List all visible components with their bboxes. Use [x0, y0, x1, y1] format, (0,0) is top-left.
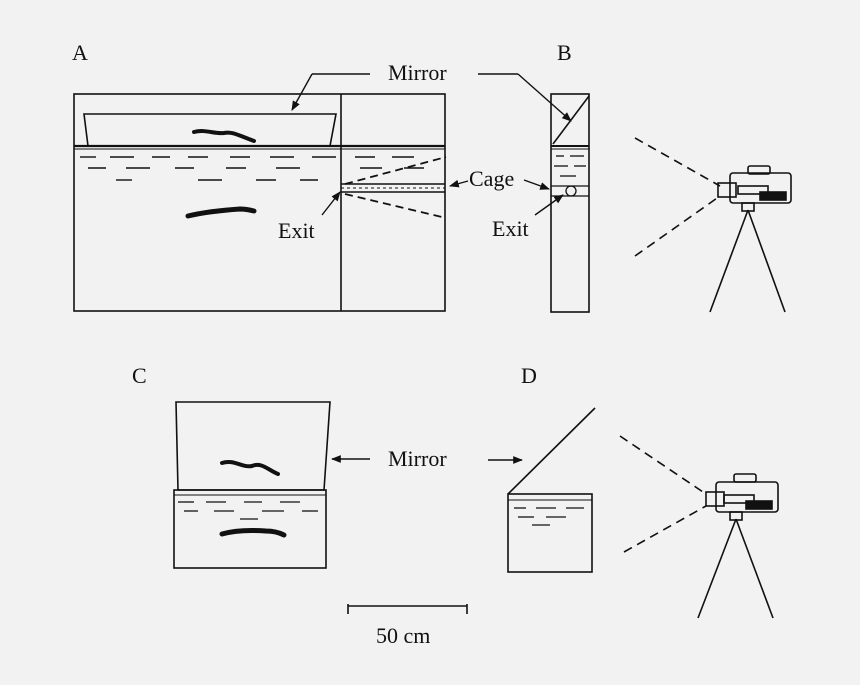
mirror-b-diagonal — [552, 95, 590, 145]
camera-bottom-detail — [723, 494, 755, 504]
fish-reflection-a — [192, 129, 256, 143]
camera-bottom-view-line-upper — [619, 435, 707, 495]
tank-a-outline — [73, 93, 446, 312]
panel-c-tank — [173, 401, 370, 569]
mirror-leader-a-arrow — [291, 73, 313, 111]
tripod-top-leg-left — [709, 209, 749, 313]
cage-leader-a — [449, 179, 469, 188]
camera-bottom-handle — [733, 473, 757, 483]
scale-bar — [347, 604, 468, 614]
tank-c-outline — [173, 489, 327, 569]
panel-label-d: D — [521, 363, 537, 388]
mirror-c — [175, 401, 331, 491]
panel-label-c: C — [132, 363, 147, 388]
camera-icon-top — [634, 137, 792, 313]
cage-label: Cage — [469, 166, 514, 191]
camera-top-view-line-lower — [634, 195, 721, 257]
exit-label-b: Exit — [492, 216, 529, 241]
view-line-a-upper — [344, 156, 447, 185]
scale-label: 50 cm — [376, 623, 430, 648]
exit-hole-b — [565, 185, 577, 197]
panel-a-tank — [73, 73, 447, 312]
tank-d-water-dashes — [514, 507, 584, 526]
camera-top-body — [729, 172, 792, 204]
tripod-bottom-leg-right — [735, 518, 774, 619]
panel-label-b: B — [557, 40, 572, 65]
tank-c-water-dashes — [178, 501, 318, 520]
exit-label-a: Exit — [278, 218, 315, 243]
camera-bottom-base — [745, 500, 773, 510]
tank-a-water-dashes — [80, 156, 424, 181]
tank-b-outline — [550, 93, 590, 313]
cage-leader-b — [523, 179, 550, 190]
camera-top-mount — [741, 202, 755, 212]
mirror-label-bottom: Mirror — [388, 446, 447, 471]
camera-top-base — [759, 191, 787, 201]
mirror-a-reflection-window — [83, 113, 337, 147]
tripod-top-leg-right — [747, 209, 786, 313]
mirror-label-top: Mirror — [388, 60, 447, 85]
tank-d-outline — [507, 493, 593, 573]
view-line-a-lower — [344, 193, 447, 219]
camera-bottom-view-line-lower — [623, 505, 707, 553]
camera-top-view-line-upper — [634, 137, 721, 187]
camera-bottom-mount — [729, 511, 743, 521]
camera-top-handle — [747, 165, 771, 175]
mirror-d-diagonal — [507, 407, 596, 495]
panel-b-tank — [321, 73, 590, 313]
fish-c — [219, 527, 287, 538]
exit-leader-b — [534, 194, 564, 216]
camera-bottom-lens — [705, 491, 725, 507]
camera-icon-bottom — [619, 435, 779, 619]
exit-leader-a — [321, 191, 341, 216]
camera-top-lens — [717, 182, 737, 198]
mirror-leader-b-arrow — [517, 73, 572, 122]
fish-reflection-c — [220, 460, 280, 476]
camera-top-detail — [737, 185, 769, 195]
fish-a — [185, 206, 257, 219]
tripod-bottom-leg-left — [697, 518, 737, 619]
panel-d-tank — [488, 407, 596, 573]
tank-b-water-dashes — [554, 155, 586, 177]
panel-label-a: A — [72, 40, 88, 65]
